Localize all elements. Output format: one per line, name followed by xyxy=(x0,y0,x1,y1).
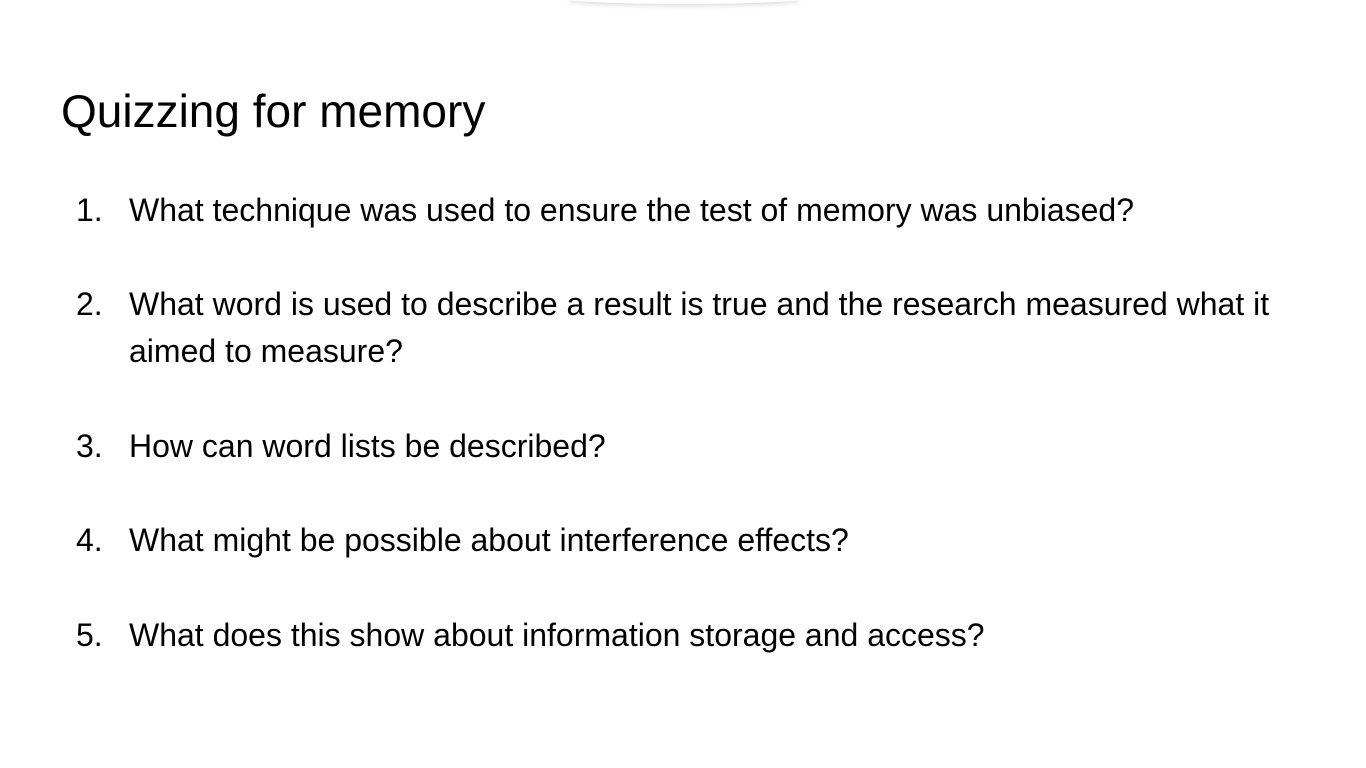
question-text: What technique was used to ensure the te… xyxy=(129,192,1134,228)
question-item: 5. What does this show about information… xyxy=(76,612,1276,659)
question-text: What word is used to describe a result i… xyxy=(129,286,1270,369)
question-number: 2. xyxy=(76,286,103,322)
slide-title: Quizzing for memory xyxy=(61,85,486,137)
question-item: 1. What technique was used to ensure the… xyxy=(76,187,1276,234)
question-number: 3. xyxy=(76,428,103,464)
slide-top-edge-shadow xyxy=(568,0,800,4)
question-number: 4. xyxy=(76,522,103,558)
question-item: 2. What word is used to describe a resul… xyxy=(76,281,1276,375)
question-item: 4. What might be possible about interfer… xyxy=(76,517,1276,564)
question-text: What does this show about information st… xyxy=(129,617,985,653)
question-text: How can word lists be described? xyxy=(129,428,606,464)
question-number: 5. xyxy=(76,617,103,653)
question-item: 3. How can word lists be described? xyxy=(76,423,1276,470)
question-number: 1. xyxy=(76,192,103,228)
question-text: What might be possible about interferenc… xyxy=(129,522,849,558)
